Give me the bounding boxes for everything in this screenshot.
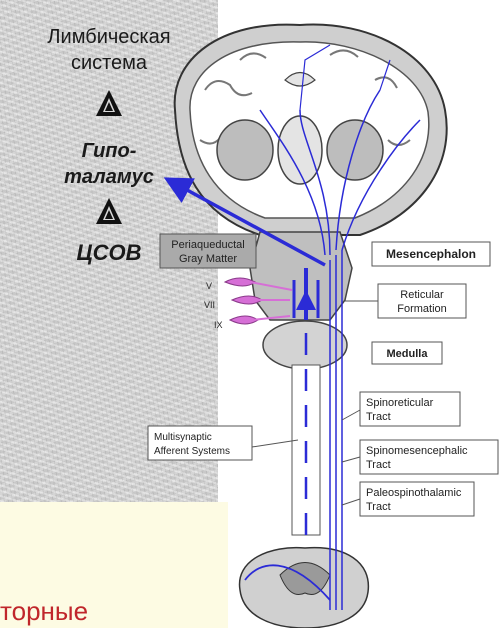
label-reticular-line-1: Reticular (400, 289, 444, 301)
label-multisynaptic-line-2: Afferent Systems (154, 446, 230, 457)
spinal-cord-section (240, 548, 369, 628)
label-spinomesencephalic-line-1: Spinomesencephalic (366, 445, 468, 457)
nerve-vii-label: VII (204, 300, 215, 310)
label-periaqueductal-line-1: Periaqueductal (171, 239, 244, 251)
label-medulla: Medulla (372, 342, 442, 364)
label-spinoreticular: Spinoreticular Tract (342, 392, 460, 426)
label-multisynaptic-line-1: Multisynaptic (154, 432, 212, 443)
nerve-v-label: V (206, 281, 212, 291)
label-medulla-text: Medulla (387, 348, 429, 360)
label-spinomesencephalic: Spinomesencephalic Tract (342, 440, 498, 474)
label-mesencephalon-text: Mesencephalon (386, 247, 476, 261)
label-mesencephalon: Mesencephalon (372, 242, 490, 266)
label-paleospinothalamic-line-1: Paleospinothalamic (366, 487, 462, 499)
label-reticular-line-2: Formation (397, 303, 447, 315)
label-spinomesencephalic-line-2: Tract (366, 459, 391, 471)
label-reticular: Reticular Formation (345, 284, 466, 318)
label-paleospinothalamic-line-2: Tract (366, 501, 391, 513)
nerve-ix-label: IX (214, 320, 223, 330)
label-multisynaptic: Multisynaptic Afferent Systems (148, 426, 298, 460)
label-periaqueductal: Periaqueductal Gray Matter (160, 234, 256, 268)
label-spinoreticular-line-2: Tract (366, 411, 391, 423)
label-spinoreticular-line-1: Spinoreticular (366, 397, 434, 409)
label-periaqueductal-line-2: Gray Matter (179, 253, 237, 265)
nerve-labels: V VII IX (204, 281, 223, 330)
label-paleospinothalamic: Paleospinothalamic Tract (342, 482, 474, 516)
